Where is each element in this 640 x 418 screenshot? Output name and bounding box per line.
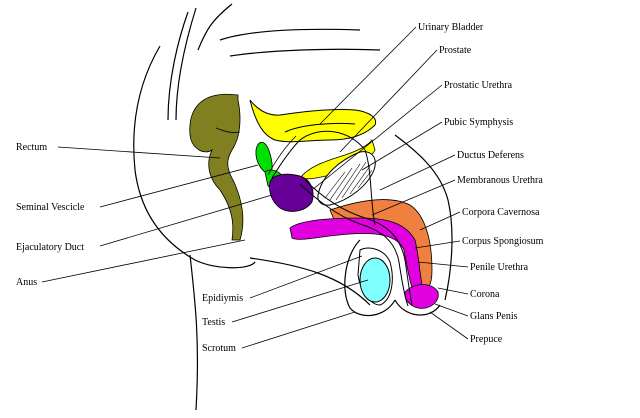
leader-glans-penis [434, 303, 469, 317]
label-corona: Corona [470, 289, 500, 300]
leader-urinary-bladder [319, 26, 417, 125]
urinary-bladder-shape [249, 99, 377, 143]
label-prostatic-urethra: Prostatic Urethra [444, 80, 513, 91]
abdomen-line-upper [219, 28, 361, 41]
leader-scrotum [241, 311, 356, 349]
duct-line [267, 135, 297, 176]
body-outline [133, 3, 453, 411]
pubic-symphysis-hatch [324, 161, 373, 201]
bladder-lower-shape [299, 139, 376, 180]
leader-ductus-deferens [379, 154, 456, 191]
label-epididymis: Epidiymis [202, 293, 243, 304]
prostate-shape [269, 173, 314, 212]
label-testis: Testis [202, 317, 225, 328]
label-prostate: Prostate [439, 45, 472, 56]
spine-outline-inner [175, 7, 197, 121]
urethra-line-2 [299, 183, 409, 307]
buttock-outline [133, 45, 256, 269]
urethra-line [304, 179, 413, 306]
label-corpora-cavernosa: Corpora Cavernosa [462, 207, 540, 218]
leader-seminal-vesicle [99, 164, 259, 208]
label-glans-penis: Glans Penis [470, 311, 518, 322]
ductus-deferens-line [271, 130, 376, 226]
glans-penis-shape [404, 284, 439, 309]
leader-rectum [57, 146, 221, 159]
label-rectum: Rectum [16, 142, 47, 153]
label-membranous-urethra: Membranous Urethra [457, 175, 543, 186]
rectum-shape [189, 93, 244, 241]
label-anus: Anus [16, 277, 37, 288]
leader-prostate [339, 49, 438, 153]
leader-membranous-urethra [371, 179, 456, 216]
leader-testis [231, 279, 369, 323]
label-urinary-bladder: Urinary Bladder [418, 22, 484, 33]
sacrum-outline [197, 3, 233, 51]
label-seminal-vesicle: Seminal Vescicle [16, 202, 85, 213]
label-ductus-deferens: Ductus Deferens [457, 150, 524, 161]
scrotum-outline [344, 239, 396, 317]
leader-penile-urethra [417, 261, 469, 268]
leader-corona [437, 287, 469, 295]
spine-outline [167, 11, 189, 121]
leader-corpora-cavernosa [419, 211, 461, 231]
leader-ejaculatory-duct [99, 194, 273, 247]
glans-outline [394, 299, 441, 316]
leader-anus [41, 239, 246, 283]
leader-corpus-spongiosum [414, 240, 461, 249]
rectum-fold [215, 127, 241, 133]
testis-shape [359, 257, 391, 303]
leader-pubic-symphysis [361, 121, 443, 171]
label-corpus-spongiosum: Corpus Spongiosum [462, 236, 544, 247]
bladder-inner [284, 122, 356, 133]
penis-upper-outline [394, 134, 453, 301]
label-ejaculatory-duct: Ejaculatory Duct [16, 242, 84, 253]
label-scrotum: Scrotum [202, 343, 236, 354]
label-prepuce: Prepuce [470, 334, 503, 345]
seminal-vesicle-shape [255, 141, 273, 176]
label-penile-urethra: Penile Urethra [470, 262, 529, 273]
label-pubic-symphysis: Pubic Symphysis [444, 117, 513, 128]
leg-outline [189, 254, 199, 411]
leader-lines [41, 26, 469, 349]
leader-prepuce [429, 311, 469, 340]
abdomen-line-lower [229, 48, 381, 57]
leader-prostatic-urethra [311, 84, 443, 191]
leader-epididymis [249, 255, 363, 299]
